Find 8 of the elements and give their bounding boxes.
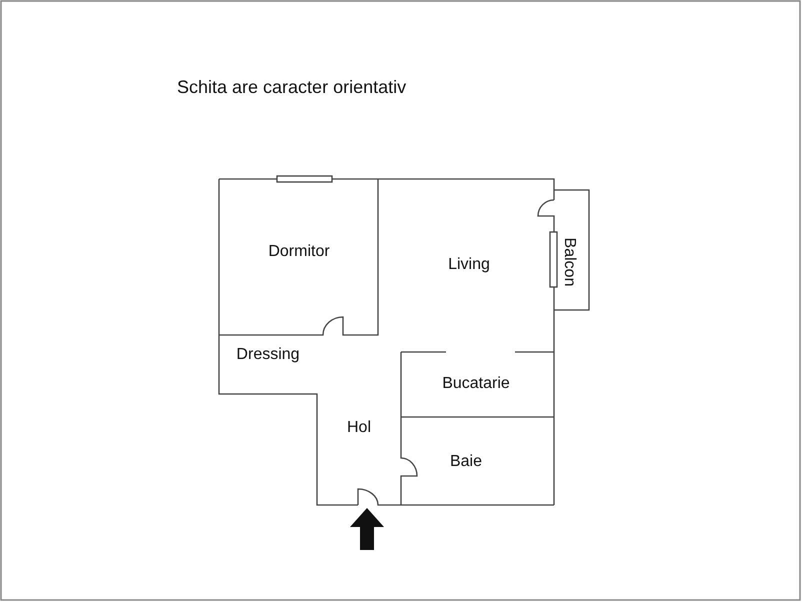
- room-label: Balcon: [560, 238, 578, 286]
- room-label: Living: [448, 256, 490, 274]
- room-label: Dormitor: [268, 243, 330, 261]
- room-label: Dressing: [236, 346, 300, 364]
- note-text: Schita are caracter orientativ: [177, 77, 406, 97]
- room-label: Baie: [450, 453, 482, 471]
- room-label: Bucatarie: [442, 375, 510, 393]
- room-label: Hol: [347, 419, 371, 437]
